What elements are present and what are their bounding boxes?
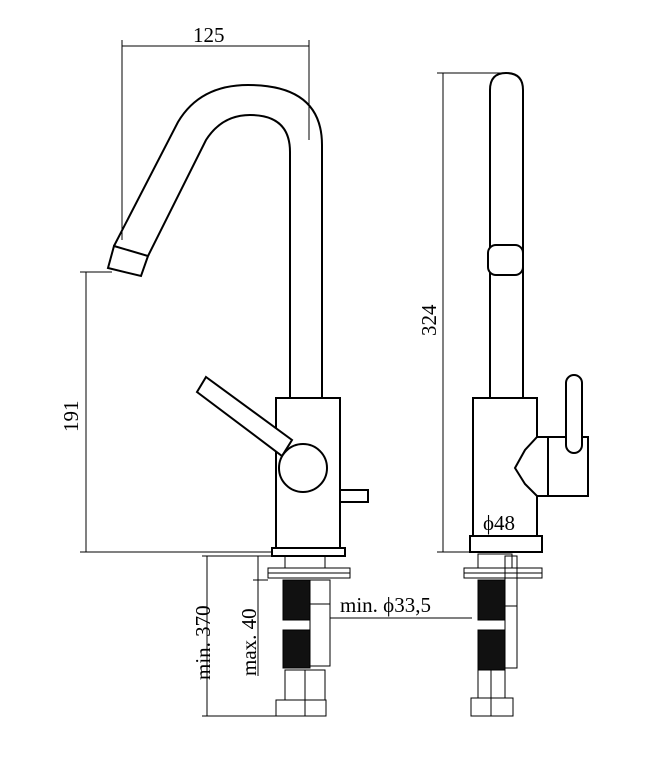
spout-tube (489, 71, 524, 398)
aerator-tip (106, 244, 150, 278)
side-base-plate (469, 535, 543, 553)
dim-max-40-label: max. 40 (237, 608, 261, 676)
handle-hub (278, 443, 328, 493)
base-plate (271, 547, 346, 557)
dim-125-label: 125 (193, 23, 225, 47)
side-hose-upper (477, 579, 506, 621)
side-mounting-hardware (463, 553, 543, 717)
dimension-min-370: min. 370 (191, 555, 276, 717)
dim-min-370-label: min. 370 (191, 605, 215, 680)
dim-324-label: 324 (417, 304, 441, 336)
aerator-ring (487, 244, 524, 276)
mounting-hardware (267, 555, 351, 717)
hose-lower (282, 629, 311, 669)
dimension-324: 324 (417, 72, 505, 553)
dim-191-label: 191 (59, 401, 83, 433)
dimension-min-hole: min. ϕ33,5 (330, 593, 472, 619)
dimension-191: 191 (59, 271, 272, 553)
faucet-body (275, 397, 341, 549)
dimension-125: 125 (121, 23, 310, 240)
hose-nut (275, 699, 327, 717)
side-hose-nut (470, 697, 514, 717)
dim-min-hole-label: min. ϕ33,5 (340, 593, 431, 617)
dimension-max-40: max. 40 (237, 556, 268, 676)
side-view: 324 ϕ48 (417, 71, 589, 717)
front-view: 125 191 (59, 23, 472, 717)
side-lever (565, 374, 583, 454)
spout (106, 83, 323, 398)
pop-up-pin (339, 489, 369, 503)
hose-upper (282, 579, 311, 621)
dim-48-label: ϕ48 (483, 511, 515, 535)
side-hose-lower (477, 629, 506, 671)
